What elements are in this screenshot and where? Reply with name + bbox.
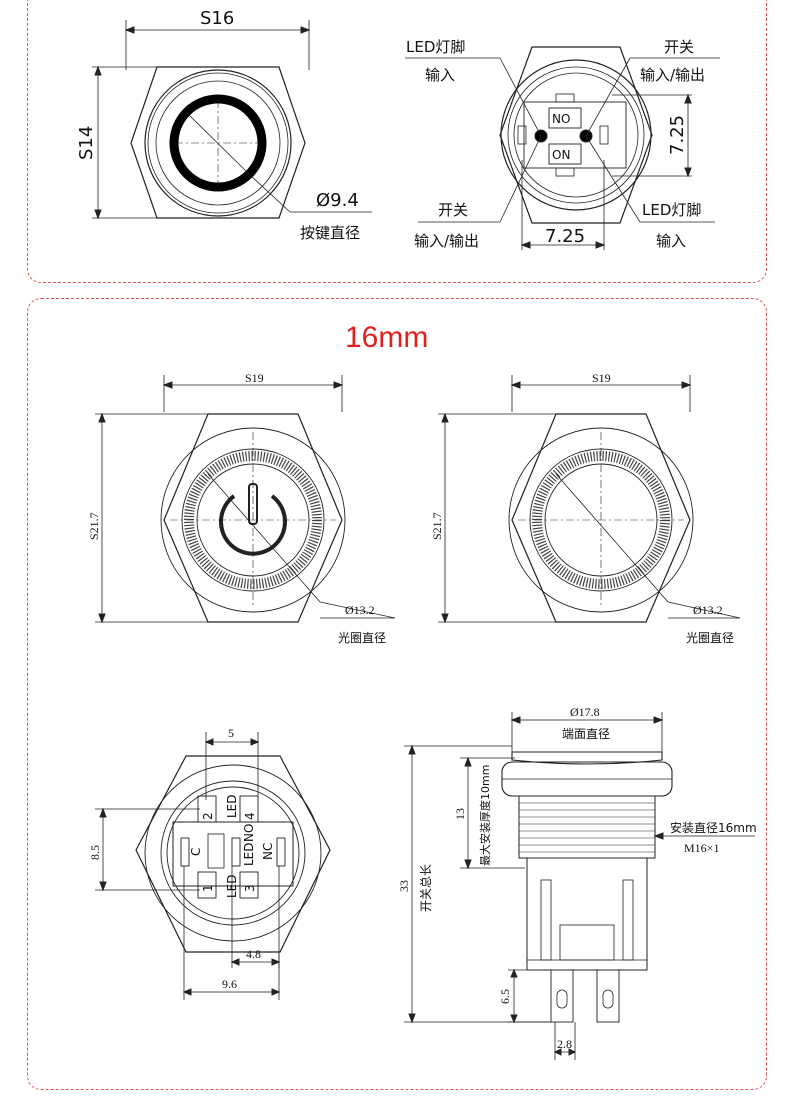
side-pin-spacing: 2.8 [557, 1037, 572, 1051]
hex-nut [130, 66, 306, 219]
led-bottom-sub: 输入 [656, 232, 686, 250]
power-diameter-label: Ø13.2 [345, 603, 375, 617]
switch-top-label: 开关 [664, 38, 694, 56]
pin-label: LED [242, 842, 256, 866]
side-total-value: 33 [397, 880, 411, 892]
pin-on-box [548, 143, 582, 165]
ring-width-label: S19 [592, 371, 611, 385]
power-icon [219, 494, 287, 556]
rear-dim-left: 8.5 [88, 845, 102, 860]
pin-label: NO [242, 824, 256, 842]
led-ring [169, 94, 267, 192]
side-thickness-value: 13 [453, 808, 467, 820]
side-top-caption: 端面直径 [562, 727, 610, 741]
switch-top-sub: 输入/输出 [640, 66, 705, 84]
top-rear-view [405, 46, 720, 250]
dim-vertical-label: 7.25 [667, 115, 688, 155]
power-diameter-caption: 光圈直径 [338, 631, 386, 645]
rear-dim-mid: 4.8 [246, 947, 261, 961]
pin-no-label: NO [552, 112, 570, 126]
pin-on-label: ON [552, 148, 570, 162]
pin-label: 1 [201, 884, 215, 892]
pin-label: 4 [243, 812, 257, 820]
switch-bottom-label: 开关 [438, 201, 468, 219]
ring-diameter-caption: 光圈直径 [686, 631, 734, 645]
bottom-panel [27, 298, 767, 1090]
led-top-sub: 输入 [425, 66, 455, 84]
top-front-view [92, 20, 372, 220]
outer-bezel [144, 69, 292, 217]
ring-diameter-label: Ø13.2 [693, 603, 723, 617]
rear-dim-top: 5 [228, 726, 234, 740]
pin-labels: 2 LED 4 C LED NO NC 1 LED 3 [189, 794, 275, 898]
front-power-view [95, 375, 396, 624]
top-diameter-label: Ø9.4 [316, 190, 359, 211]
rear-dim-bottom: 9.6 [222, 977, 237, 991]
rear-pin-view [95, 732, 331, 1000]
side-mount-caption: 安装直径16mm [670, 820, 757, 835]
ring-height-label: S21.7 [430, 512, 444, 540]
pin-label: LED [225, 794, 239, 818]
side-total-caption: 开关总长 [419, 864, 433, 912]
side-pin-length: 6.5 [498, 989, 512, 1004]
size-title: 16mm [345, 321, 428, 354]
led-bottom-label: LED灯脚 [642, 201, 701, 219]
top-width-label: S16 [200, 8, 234, 29]
power-height-label: S21.7 [87, 512, 101, 540]
front-ring-view [438, 375, 741, 624]
top-height-label: S14 [76, 126, 97, 160]
pin-label: LED [225, 874, 239, 898]
pin-no-box [548, 107, 582, 129]
pin-label: C [189, 848, 203, 856]
switch-bottom-sub: 输入/输出 [414, 232, 479, 250]
side-thread: M16×1 [684, 841, 719, 855]
power-width-label: S19 [245, 371, 264, 385]
led-top-label: LED灯脚 [406, 38, 465, 56]
pin-label: NC [261, 843, 275, 860]
top-diameter-caption: 按键直径 [300, 224, 360, 242]
side-top-diameter: Ø17.8 [570, 705, 600, 719]
pin-label: 3 [243, 884, 257, 892]
side-view [404, 712, 755, 1060]
pin-label: 2 [201, 812, 215, 820]
top-panel [27, 0, 767, 283]
side-thickness-caption: 最大安装厚度10mm [478, 765, 492, 866]
dim-horizontal-label: 7.25 [545, 226, 585, 247]
